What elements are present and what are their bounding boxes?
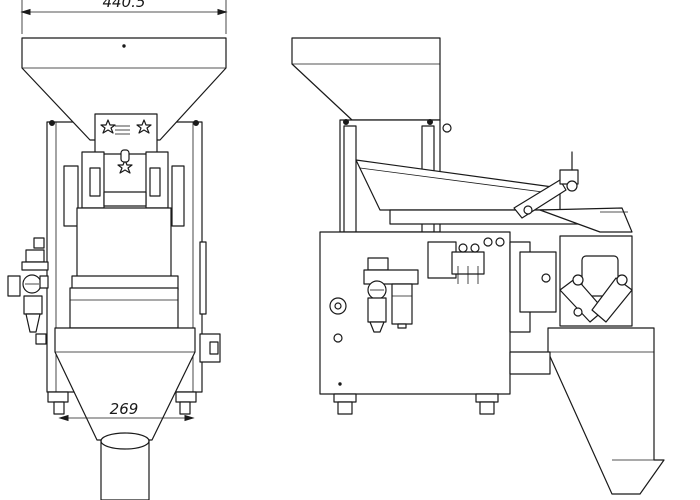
side-air-filter-regulator (363, 257, 419, 333)
tray-adjuster (513, 151, 579, 219)
front-discharge-funnel (54, 327, 196, 441)
side-discharge-funnel (547, 327, 665, 495)
side-view (291, 37, 665, 495)
front-air-regulator (7, 237, 49, 333)
top-dimension: 440.5 (20, 0, 228, 34)
dimension-label-bottom-width: 269 (110, 400, 139, 418)
dimension-label-top-width: 440.5 (103, 0, 146, 11)
bottom-dimension: 269 (58, 400, 195, 422)
front-outlet-tube (100, 439, 150, 500)
front-lower-chamber (69, 287, 179, 329)
side-hopper (291, 37, 441, 121)
side-weigh-mechanism (509, 235, 633, 333)
front-view: 440.5 (7, 0, 228, 500)
solenoid-valve (427, 237, 505, 284)
